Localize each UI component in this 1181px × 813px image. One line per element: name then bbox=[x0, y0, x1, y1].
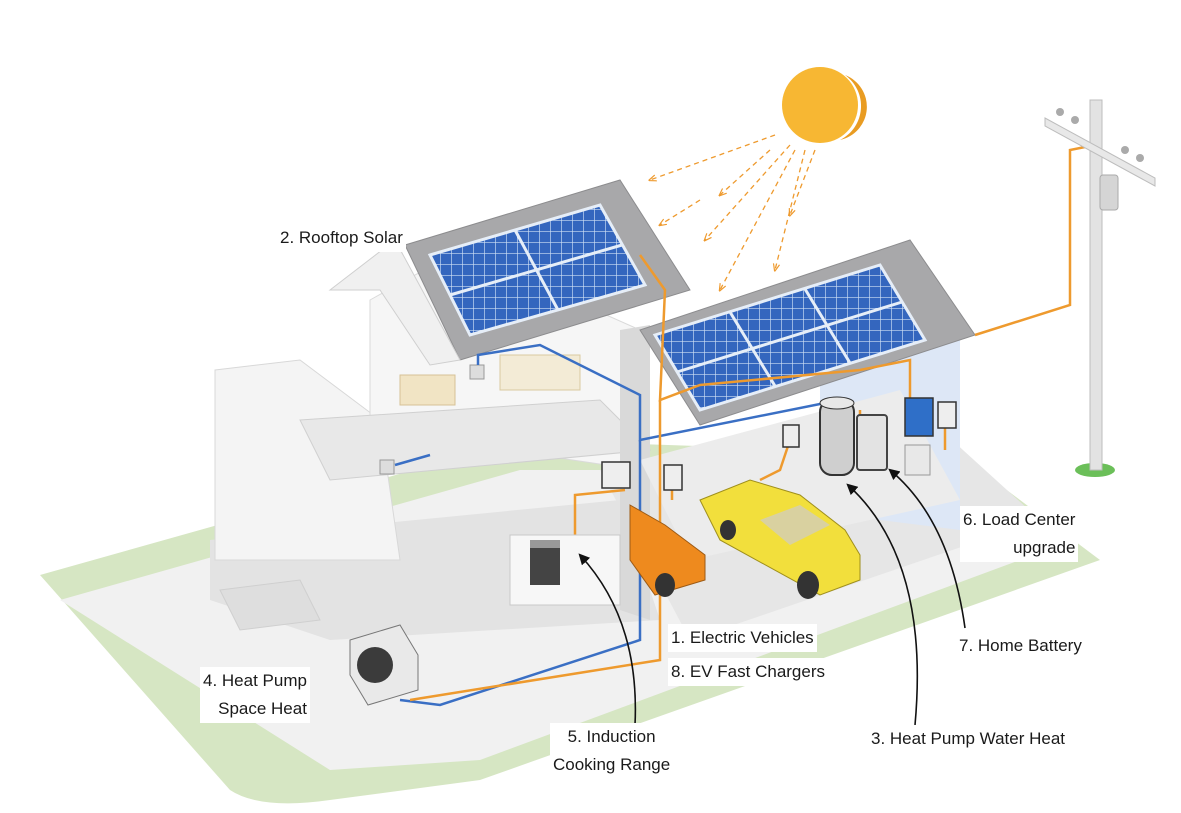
label-heat-pump-space-heat: 4. Heat Pump Space Heat bbox=[200, 667, 310, 723]
callout-arrows bbox=[578, 468, 966, 726]
home-battery[interactable] bbox=[856, 414, 888, 471]
house-left-wall bbox=[214, 359, 401, 561]
ev-charger-garage[interactable] bbox=[782, 424, 800, 448]
bed bbox=[499, 354, 581, 391]
label-heat-pump-space-line2: Space Heat bbox=[218, 699, 307, 718]
electric-pickup-truck[interactable] bbox=[699, 479, 861, 599]
label-induction-line1: 5. Induction bbox=[567, 727, 656, 746]
label-load-center-line2: upgrade bbox=[1013, 538, 1076, 557]
label-load-center: 6. Load Center upgrade bbox=[960, 506, 1079, 562]
label-home-battery: 7. Home Battery bbox=[956, 632, 1085, 660]
downstairs-vent bbox=[379, 459, 395, 475]
utility-pole bbox=[1044, 99, 1156, 477]
sub-panel bbox=[904, 444, 931, 476]
load-center-panel[interactable] bbox=[904, 397, 934, 437]
label-rooftop-solar: 2. Rooftop Solar bbox=[277, 224, 406, 252]
label-heat-pump-space-line1: 4. Heat Pump bbox=[203, 671, 307, 690]
sun bbox=[782, 67, 858, 143]
label-ev-fast-chargers: 8. EV Fast Chargers bbox=[668, 658, 829, 686]
label-heat-pump-water-heat: 3. Heat Pump Water Heat bbox=[868, 725, 1069, 753]
electric-car[interactable] bbox=[629, 504, 706, 597]
porch-steps bbox=[219, 579, 321, 631]
induction-range[interactable] bbox=[530, 545, 560, 585]
heat-pump-unit[interactable] bbox=[349, 624, 419, 706]
disconnect-switch[interactable] bbox=[937, 401, 957, 429]
label-load-center-line1: 6. Load Center bbox=[963, 510, 1076, 529]
desk bbox=[399, 374, 456, 406]
heat-pump-water-heater[interactable] bbox=[819, 396, 855, 476]
upstairs-vent bbox=[469, 364, 485, 380]
indoor-panel bbox=[601, 461, 631, 489]
label-induction-cooking: 5. Induction Cooking Range bbox=[550, 723, 674, 779]
kitchen-cabinets bbox=[509, 534, 621, 606]
label-induction-line2: Cooking Range bbox=[553, 755, 671, 774]
sun-rays bbox=[650, 134, 816, 290]
ev-charger-driveway[interactable] bbox=[663, 464, 683, 491]
label-electric-vehicles: 1. Electric Vehicles bbox=[668, 624, 817, 652]
